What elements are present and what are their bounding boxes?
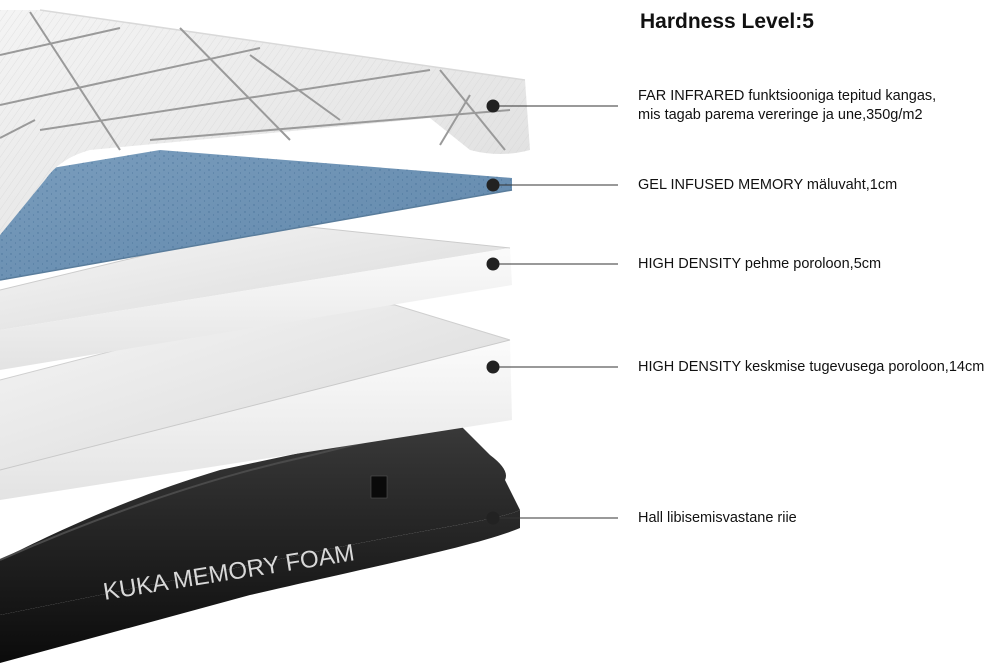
callout-dot-3: [486, 257, 500, 271]
layer-label-line: HIGH DENSITY pehme poroloon,5cm: [638, 256, 882, 272]
layer-label-gel-memory: GEL INFUSED MEMORY mäluvaht,1cm: [638, 176, 897, 195]
layer-label-line: GEL INFUSED MEMORY mäluvaht,1cm: [638, 177, 898, 193]
callout-dot-4: [486, 360, 500, 374]
layer-label-line: Hall libisemisvastane riie: [638, 510, 797, 526]
layer-label-antislip-fabric: Hall libisemisvastane riie: [638, 509, 797, 528]
callout-dot-1: [486, 99, 500, 113]
layer-label-line: HIGH DENSITY keskmise tugevusega poroloo…: [638, 359, 985, 375]
layer-label-line: mis tagab parema vereringe ja une,350g/m…: [638, 107, 923, 123]
layer-label-soft-foam: HIGH DENSITY pehme poroloon,5cm: [638, 255, 881, 274]
layer-label-line: FAR INFRARED funktsiooniga tepitud kanga…: [638, 88, 937, 104]
hardness-level-heading: Hardness Level:5: [640, 10, 814, 33]
callout-dot-2: [486, 178, 500, 192]
callout-dots: [486, 99, 500, 525]
callout-dot-5: [486, 511, 500, 525]
quilt-stitching: [0, 11, 511, 151]
layer-label-infrared-fabric: FAR INFRARED funktsiooniga tepitud kanga…: [638, 87, 936, 125]
gel-memory-layer: [0, 150, 513, 281]
layer-label-medium-foam: HIGH DENSITY keskmise tugevusega poroloo…: [638, 358, 984, 377]
quilted-top-layer: [0, 9, 530, 235]
callout-leaders: [493, 105, 618, 519]
brand-label-tag: [370, 475, 388, 499]
